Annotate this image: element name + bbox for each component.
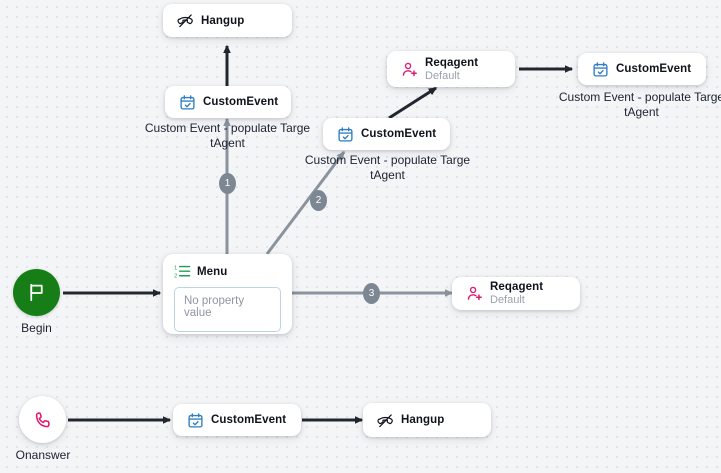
node-reqagent-mid-subtitle: Default — [490, 294, 525, 306]
node-hangup-bottom-title: Hangup — [401, 414, 445, 426]
svg-text:1: 1 — [174, 266, 177, 272]
menu-property-input[interactable]: No property value — [174, 287, 281, 332]
node-onanswer[interactable] — [19, 396, 66, 443]
node-reqagent-top-subtitle: Default — [425, 69, 460, 82]
node-reqagent-mid-head: Reqagent Default — [452, 281, 580, 306]
node-hangup-top[interactable]: Hangup — [163, 4, 292, 37]
calendar-check-icon — [188, 412, 203, 428]
edge-menu-to-customevent-mid — [265, 151, 346, 255]
phone-icon — [35, 411, 50, 427]
node-customevent-mid-head: CustomEvent — [323, 126, 450, 143]
node-hangup-bottom[interactable]: Hangup — [363, 403, 491, 437]
node-reqagent-mid-title: Reqagent — [490, 281, 544, 293]
edge-badge-2[interactable]: 2 — [310, 190, 327, 211]
edge-badge-3[interactable]: 3 — [363, 283, 380, 304]
node-hangup-top-head: Hangup — [163, 12, 292, 29]
edge-badge-1[interactable]: 1 — [219, 173, 236, 194]
menu-property-placeholder: No property value — [184, 295, 245, 319]
edge-label-reqagent-to-customevent-right: Custom Event - populate Targe tAgent — [558, 90, 721, 119]
edge-label-menu-to-customevent-top: Custom Event - populate Targe tAgent — [144, 121, 311, 150]
node-customevent-right-head: CustomEvent — [578, 61, 706, 78]
node-reqagent-mid[interactable]: Reqagent Default — [452, 277, 580, 310]
node-hangup-top-title: Hangup — [201, 14, 245, 27]
node-begin[interactable] — [13, 269, 60, 316]
node-reqagent-top[interactable]: Reqagent Default — [387, 51, 515, 87]
calendar-check-icon — [338, 126, 353, 142]
numbered-list-icon: 1 2 — [174, 266, 191, 279]
node-customevent-top[interactable]: CustomEvent — [165, 86, 291, 118]
phone-hangup-icon — [377, 413, 393, 427]
node-hangup-bottom-head: Hangup — [363, 412, 491, 429]
node-menu-head: 1 2 Menu — [174, 263, 281, 280]
node-customevent-bottom-head: CustomEvent — [173, 412, 301, 429]
node-customevent-mid[interactable]: CustomEvent — [323, 118, 450, 150]
flag-icon — [30, 283, 43, 302]
node-reqagent-mid-textbox: Reqagent Default — [490, 281, 543, 306]
svg-text:2: 2 — [174, 273, 177, 279]
person-add-icon — [467, 286, 482, 301]
calendar-check-icon — [593, 61, 608, 77]
node-customevent-right[interactable]: CustomEvent — [578, 53, 706, 85]
node-customevent-bottom-title: CustomEvent — [211, 414, 287, 426]
node-reqagent-top-textbox: Reqagent Default — [425, 57, 478, 82]
node-customevent-bottom[interactable]: CustomEvent — [173, 404, 301, 436]
edge-label-menu-to-customevent-mid: Custom Event - populate Targe tAgent — [304, 153, 471, 182]
node-customevent-right-title: CustomEvent — [616, 63, 692, 75]
node-customevent-top-head: CustomEvent — [165, 94, 291, 111]
person-add-icon — [402, 62, 417, 76]
calendar-check-icon — [180, 94, 195, 110]
node-reqagent-top-head: Reqagent Default — [387, 57, 515, 82]
node-begin-label: Begin — [21, 321, 52, 335]
node-menu[interactable]: 1 2 Menu No property value — [163, 254, 292, 334]
node-menu-title: Menu — [197, 265, 228, 278]
node-customevent-top-title: CustomEvent — [203, 96, 279, 108]
node-customevent-mid-title: CustomEvent — [361, 128, 437, 140]
edge-customevent-mid-to-reqagent — [388, 86, 438, 120]
phone-hangup-icon — [177, 14, 193, 28]
node-reqagent-top-title: Reqagent — [425, 56, 479, 69]
node-onanswer-label: Onanswer — [15, 448, 71, 462]
